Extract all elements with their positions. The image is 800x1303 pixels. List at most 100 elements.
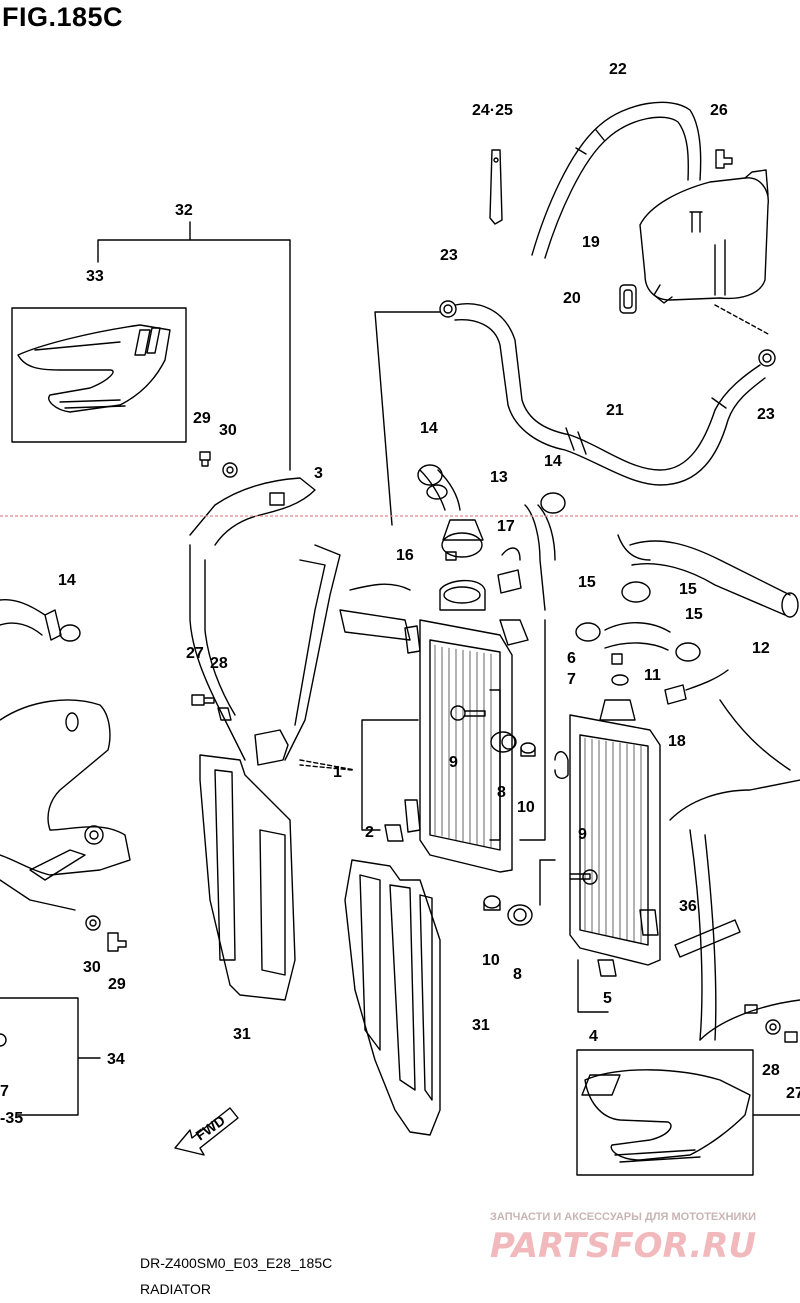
washer-7 [611, 674, 629, 686]
callout-28-right: 28 [762, 1062, 780, 1079]
callout-9-right: 9 [578, 826, 587, 843]
decal-box-right [576, 1049, 754, 1176]
bolt-29-lower [107, 932, 127, 952]
collar-28-left [217, 707, 232, 721]
leader-4 [577, 959, 609, 1013]
callout-18: 18 [668, 733, 686, 750]
callout-17: 17 [497, 518, 515, 535]
clamp-14-top [417, 464, 448, 500]
callout-12: 12 [752, 640, 770, 657]
radiator-guard-3 [189, 477, 411, 766]
bolt-27-right [784, 1031, 798, 1043]
shroud-decal-right [581, 1069, 751, 1163]
hose-22 [531, 101, 702, 259]
callout-10-right: 10 [482, 952, 500, 969]
watermark-tagline: ЗАПЧАСТИ И АКСЕССУАРЫ ДЛЯ МОТОТЕХНИКИ [490, 1211, 756, 1223]
leader-frame-dashed [299, 759, 356, 771]
callout-27-left: 27 [186, 645, 204, 662]
callout-29-lower: 29 [108, 976, 126, 993]
fan-switch-18 [664, 669, 729, 705]
leader-tank-dashed [714, 304, 771, 336]
leader-32 [97, 221, 291, 471]
callout-4: 4 [589, 1028, 598, 1045]
reservoir-tank-19 [639, 169, 769, 304]
callout-24-25: 24·25 [472, 102, 513, 119]
louver-31-right [344, 859, 441, 1136]
bracket-5 [597, 959, 617, 977]
callout-22: 22 [609, 61, 627, 78]
callout-7-left-edge: 7 [0, 1083, 9, 1100]
callout-36: 36 [679, 898, 697, 915]
clamp-14-right [540, 492, 566, 514]
callout-15-right: 15 [685, 606, 703, 623]
callout-31-left: 31 [233, 1026, 251, 1043]
temp-switch-17 [497, 547, 522, 594]
callout-30-lower: 30 [83, 959, 101, 976]
clamp-15-left [575, 622, 601, 642]
callout-11: 11 [644, 667, 661, 684]
hose-12 [617, 534, 799, 618]
callout-9-left: 9 [449, 754, 458, 771]
leader-34 [0, 997, 101, 1116]
callout-32: 32 [175, 202, 193, 219]
clamp-23-upper [439, 300, 457, 318]
callout-23-right: 23 [757, 406, 775, 423]
grommet-8-left [490, 731, 517, 753]
decal-box-33 [11, 307, 187, 443]
radiator-left-1 [404, 519, 529, 873]
grommet-20 [619, 284, 637, 314]
callout-8-right: 8 [513, 966, 522, 983]
watermark-brand: PARTSFOR.RU [490, 1226, 756, 1266]
fastener-27-left [0, 1033, 7, 1047]
callout-29-upper: 29 [193, 410, 211, 427]
callout-27-right: 27 [786, 1085, 800, 1102]
callout-34: 34 [107, 1051, 125, 1068]
callout-33: 33 [86, 268, 104, 285]
callout-1: 1 [333, 764, 342, 781]
leader-23-left [374, 311, 441, 526]
callout-14-top: 14 [420, 420, 438, 437]
clip-24-25 [489, 149, 503, 225]
washer-28-right [765, 1019, 781, 1035]
leader-1-dashed [299, 764, 353, 771]
callout-5: 5 [603, 990, 612, 1007]
callout-3: 3 [314, 465, 323, 482]
callout-23-top: 23 [440, 247, 458, 264]
callout-6: 6 [567, 650, 576, 667]
callout-30-upper: 30 [219, 422, 237, 439]
bolt-9-right [569, 869, 598, 885]
grommet-8-right [507, 904, 533, 926]
screw-16 [445, 551, 457, 561]
hose-14-left [0, 598, 62, 641]
tape-36 [674, 919, 741, 958]
callout-21: 21 [606, 402, 624, 419]
callout-7: 7 [567, 671, 576, 688]
washer-30-lower [85, 915, 101, 931]
louver-31-left [199, 754, 296, 1001]
shroud-decal-33 [17, 324, 171, 413]
figure-title: FIG.185C [2, 2, 124, 32]
callout-35: -35 [0, 1110, 23, 1127]
bolt-27-left [191, 694, 215, 706]
hose-21 [454, 303, 766, 486]
callout-labels: 22 24·25 26 32 19 23 33 20 21 23 29 30 1… [0, 61, 800, 1143]
section-name: RADIATOR [140, 1281, 212, 1297]
clamp-15-right [675, 642, 701, 662]
clamp-15-top [621, 581, 651, 603]
callout-10-left: 10 [517, 799, 535, 816]
callout-14-left: 14 [58, 572, 76, 589]
bolt-26 [715, 149, 733, 169]
fwd-arrow [174, 1107, 239, 1156]
leader-right-bracket [519, 619, 546, 841]
clamp-23-right [758, 349, 776, 367]
callout-8-left: 8 [497, 784, 506, 801]
hose-11 [604, 622, 671, 651]
callout-28-left: 28 [210, 655, 228, 672]
collar-10-right [483, 895, 501, 911]
bracket-2-left [384, 824, 404, 842]
bolt-9-left [450, 705, 486, 721]
callout-13: 13 [490, 469, 508, 486]
callout-15-top: 15 [679, 581, 697, 598]
callout-26: 26 [710, 102, 728, 119]
